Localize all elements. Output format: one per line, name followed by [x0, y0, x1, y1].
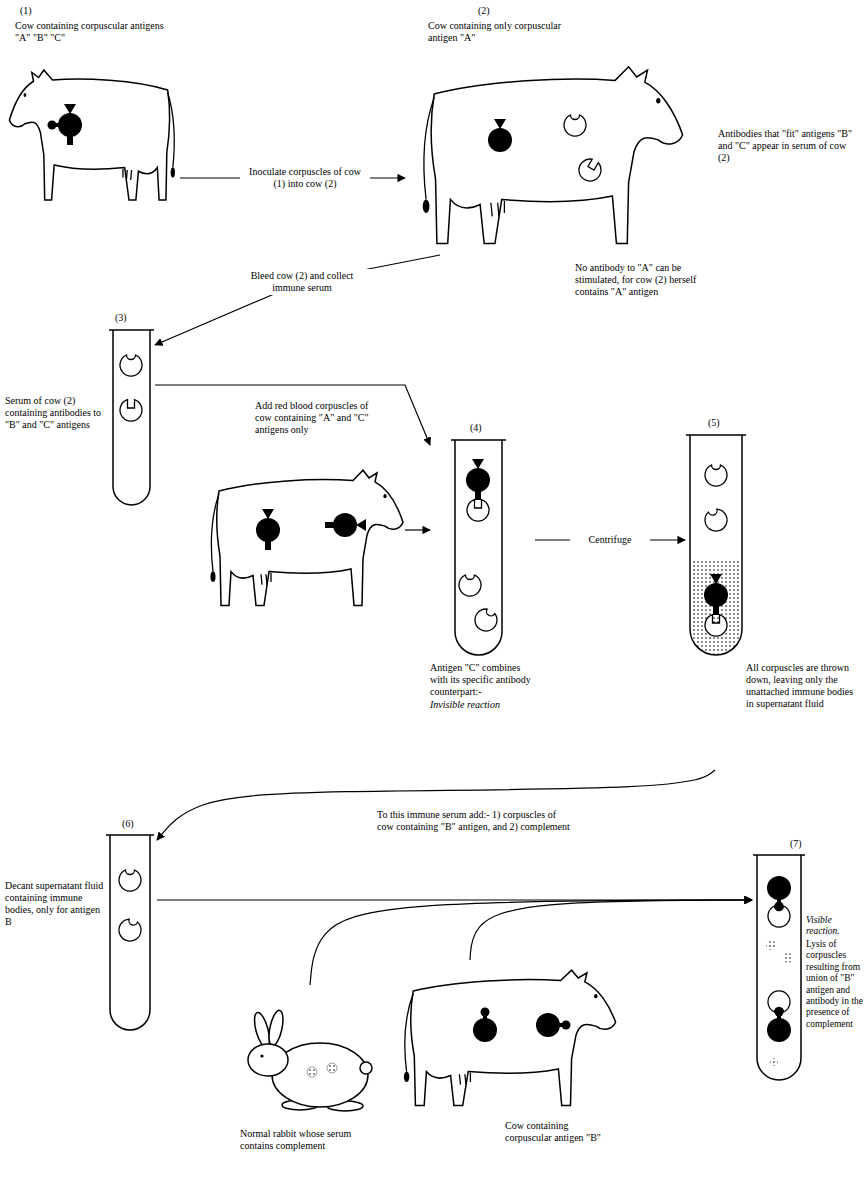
- rabbit-illustration: [248, 1009, 372, 1111]
- arrow-label: To this immune serum add:- 1) corpuscles…: [375, 808, 575, 834]
- step-caption: Cow containing corpuscular antigens "A" …: [15, 20, 170, 44]
- stage-figure: Cow containing corpuscular antigen "B": [390, 960, 625, 1160]
- step-caption: Serum of cow (2) containing antibodies t…: [5, 395, 105, 431]
- step-caption: Add red blood corpuscles of cow containi…: [255, 400, 380, 436]
- corpuscle: [48, 104, 83, 145]
- arrow-connector: [155, 385, 430, 445]
- stage-figure: (3) Serum of cow (2) containing antibodie…: [5, 310, 155, 510]
- stage-figure: (1) Cow containing corpuscular antigens "…: [5, 5, 180, 210]
- step-caption: Visible reaction.: [806, 915, 863, 938]
- cow-illustration: [423, 67, 683, 244]
- cow-illustration: [211, 470, 404, 605]
- step-caption: Cow containing only corpuscular antigen …: [428, 20, 583, 44]
- arrow-connector: [310, 900, 752, 985]
- antibody: [564, 115, 586, 136]
- arrow-connector: [155, 255, 440, 345]
- corpuscle: [488, 119, 512, 152]
- cow-illustration: [404, 970, 616, 1105]
- step-number: (7): [790, 838, 830, 850]
- step-caption: Normal rabbit whose serum contains compl…: [240, 1128, 375, 1152]
- test-tube: [753, 855, 805, 1080]
- cow-illustration: [9, 70, 175, 200]
- step-number: (2): [478, 5, 518, 17]
- step-caption: Lysis of corpuscles resulting from union…: [806, 939, 863, 1030]
- step-number: (3): [115, 312, 153, 324]
- test-tube: [686, 435, 746, 655]
- test-tube: [109, 330, 154, 505]
- arrow-connector: [157, 770, 715, 840]
- test-tube: [106, 835, 154, 1030]
- stage-figure: (6) Decant supernatant fluid containing i…: [5, 818, 157, 1033]
- arrow-connector: [405, 529, 430, 530]
- stage-figure: (2) Cow containing only corpuscular antig…: [405, 5, 705, 255]
- step-caption: Antigen "C" combines with its specific a…: [430, 662, 535, 698]
- step-number: (6): [122, 818, 157, 830]
- antibody: [575, 155, 605, 185]
- arrow-label: Inoculate corpuscles of cow (1) into cow…: [240, 165, 370, 191]
- step-number: (4): [470, 422, 510, 434]
- arrow-connector: [470, 900, 752, 960]
- step-caption: Cow containing corpuscular antigen "B": [505, 1120, 615, 1144]
- arrow-label: Centrifuge: [570, 533, 650, 547]
- stage-figure: Add red blood corpuscles of cow containi…: [205, 400, 405, 615]
- step-caption: All corpuscles are thrown down, leaving …: [746, 662, 861, 710]
- stage-figure: (4) Antigen "C" combines with its specifi…: [430, 420, 535, 745]
- test-tube: [451, 440, 506, 655]
- step-number: (1): [20, 5, 60, 17]
- stage-figure: (7) Visible reaction.Lysis of corpuscles …: [752, 838, 864, 1098]
- arrow-label: Bleed cow (2) and collect immune serum: [235, 269, 370, 295]
- note-label: No antibody to "A" can be stimulated, fo…: [575, 262, 725, 298]
- note-label: Antibodies that "fit" antigens "B" and "…: [718, 128, 860, 164]
- step-number: (5): [708, 417, 748, 429]
- stage-figure: Normal rabbit whose serum contains compl…: [235, 985, 375, 1160]
- stage-figure: (5) All corpuscles are thrown down, leavi…: [685, 415, 863, 770]
- step-caption: Decant supernatant fluid containing immu…: [5, 880, 105, 928]
- step-caption: Invisible reaction: [430, 699, 535, 711]
